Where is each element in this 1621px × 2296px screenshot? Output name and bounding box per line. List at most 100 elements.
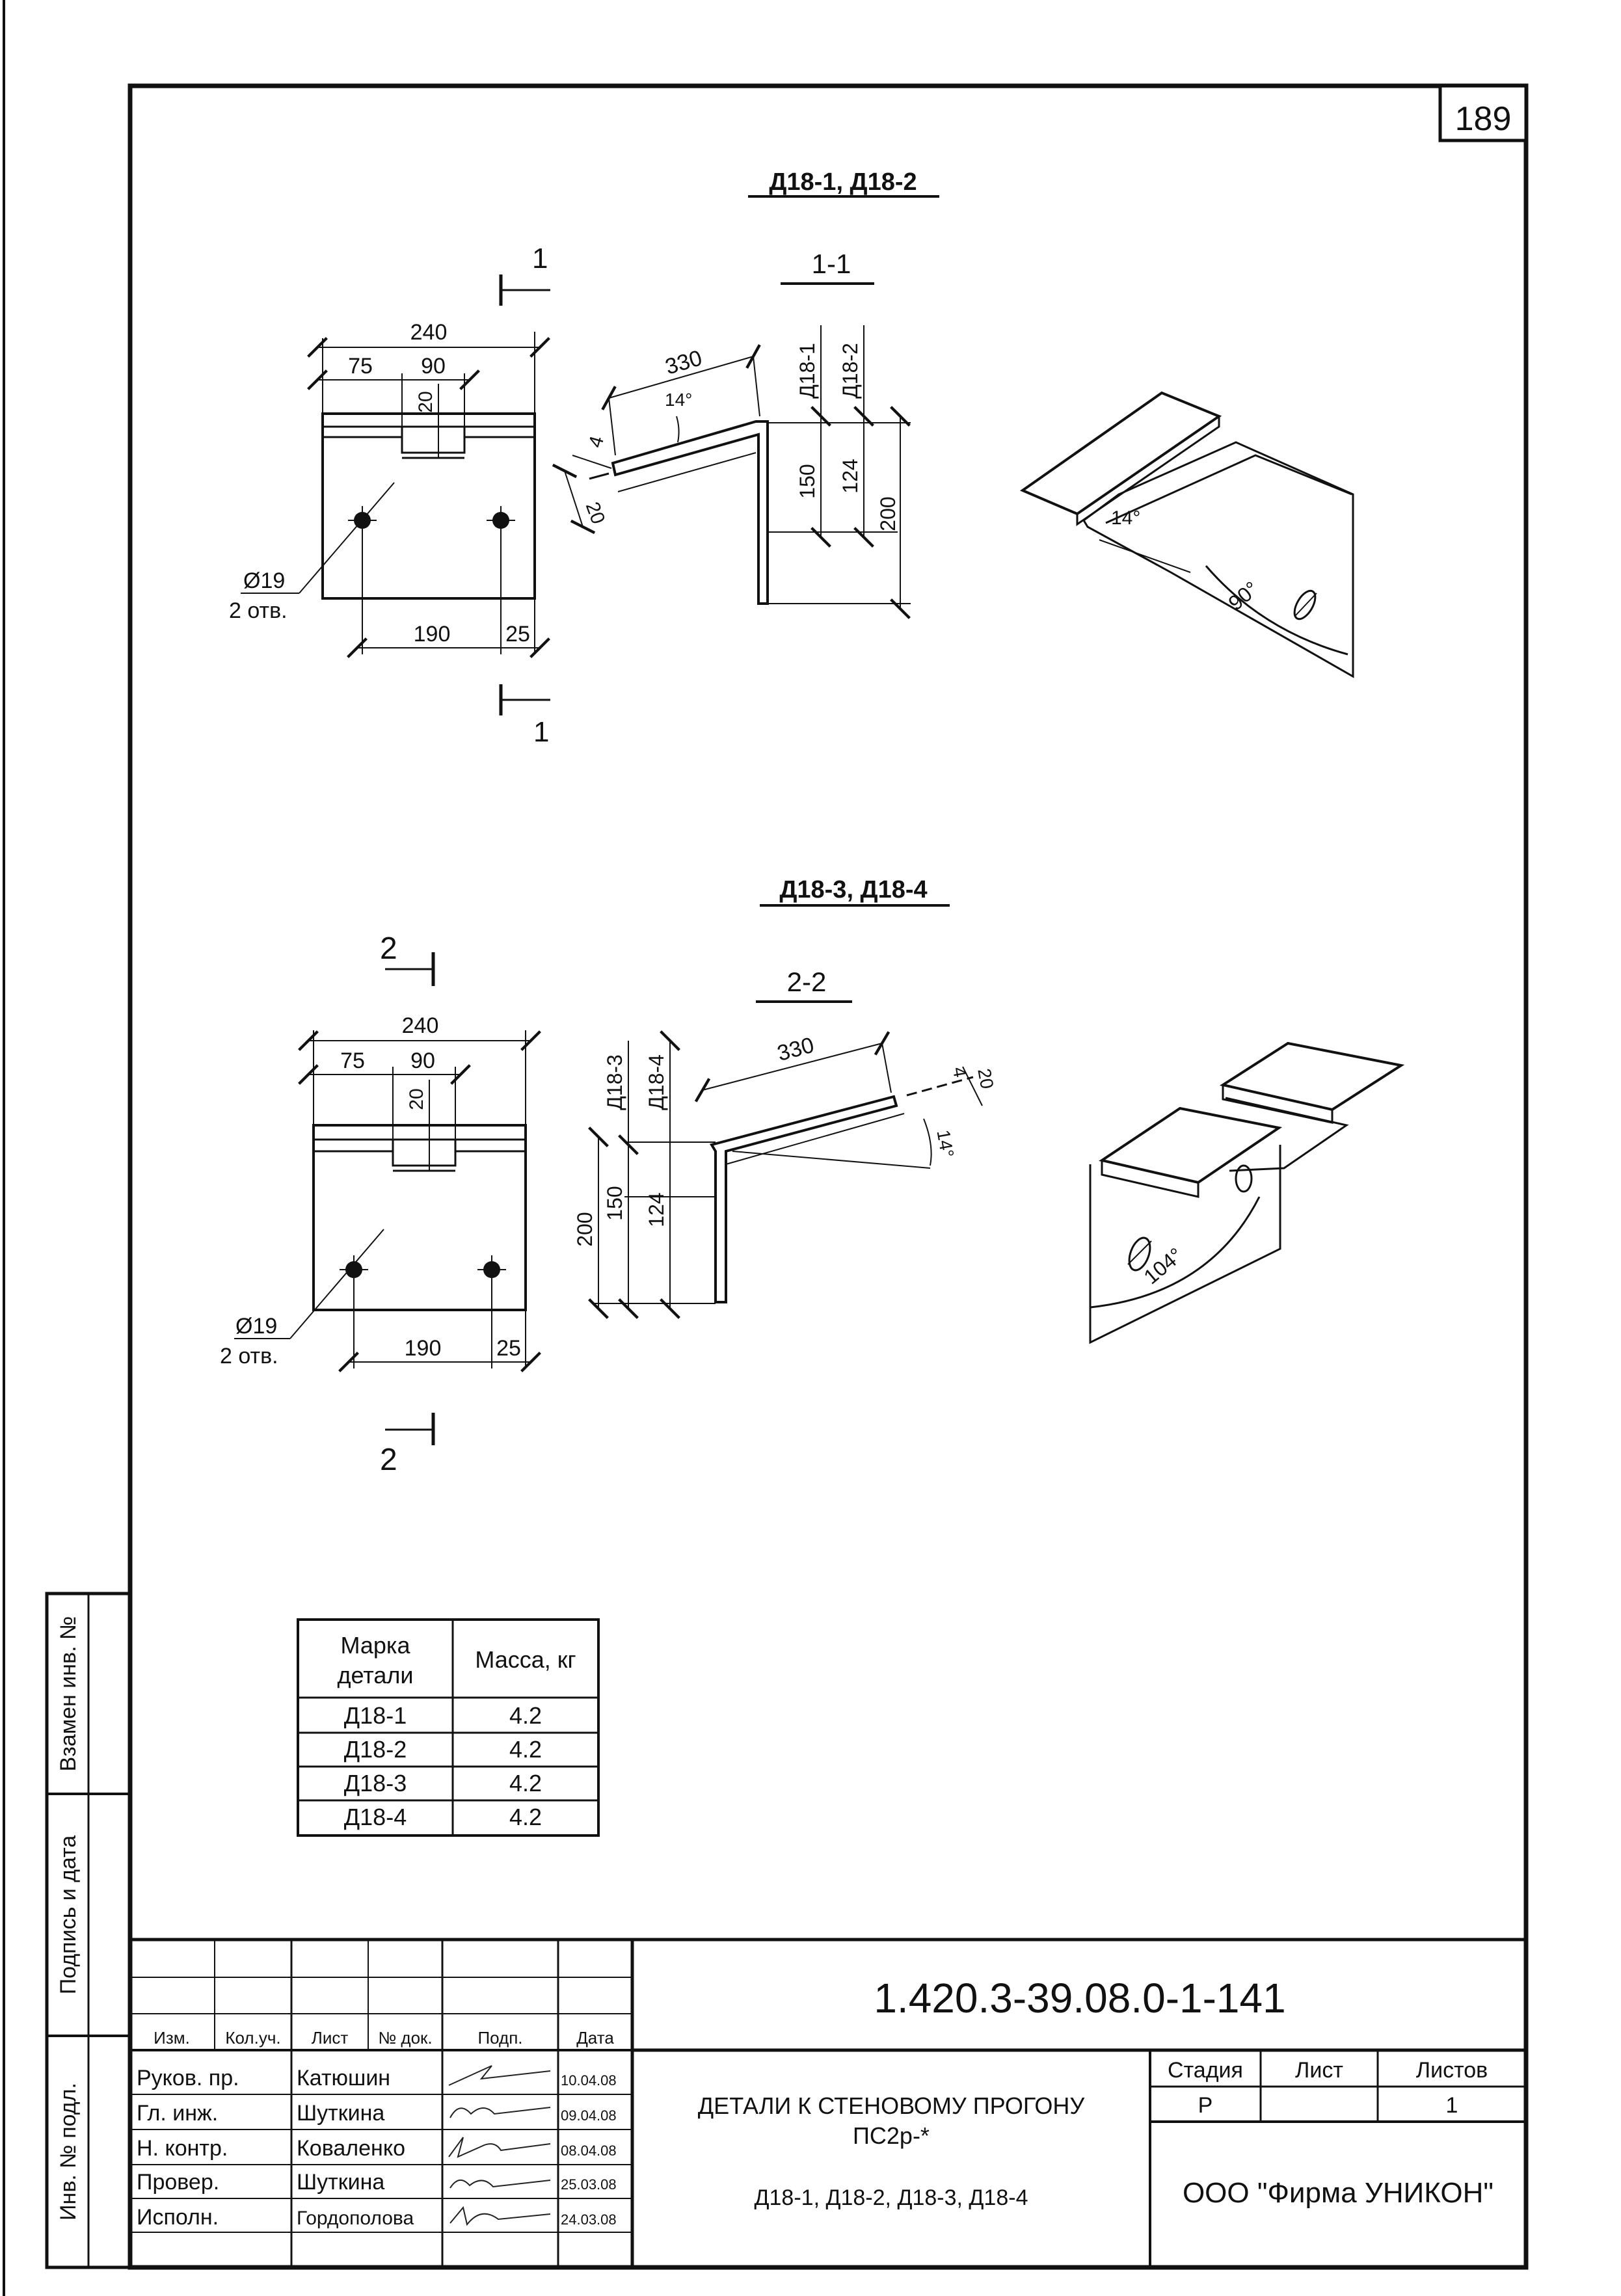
svg-text:330: 330 [775, 1033, 817, 1066]
svg-text:25: 25 [505, 622, 530, 647]
svg-text:20: 20 [406, 1088, 427, 1110]
svg-text:14°: 14° [665, 390, 692, 410]
table-row-mark: Д18-3 [344, 1770, 407, 1796]
col-header-izm: Изм. [154, 2028, 190, 2048]
table-row-mass: 4.2 [509, 1770, 542, 1796]
sheet-number-box: 189 [1438, 84, 1528, 142]
svg-text:20: 20 [974, 1067, 997, 1090]
part1-hole-label: Ø19 [243, 568, 285, 593]
person-role: Руков. пр. [137, 2066, 239, 2090]
part2-title: Д18-3, Д18-4 [779, 876, 927, 903]
person-role: Гл. инж. [137, 2101, 218, 2126]
table-row-mark: Д18-1 [344, 1702, 407, 1729]
stage-value: Р [1198, 2093, 1213, 2118]
part1-section-title: 1-1 [812, 248, 851, 279]
part1-iso-angle-side: 90° [1224, 577, 1263, 615]
svg-text:150: 150 [603, 1186, 626, 1220]
svg-text:75: 75 [340, 1048, 365, 1073]
part2-section-mark-bottom: 2 [380, 1413, 435, 1477]
svg-text:1: 1 [532, 243, 548, 274]
part2-plan-view: 240 75 90 20 190 25 Ø19 2 отв. [220, 1013, 541, 1372]
part2-drawing: Д18-3, Д18-4 2-2 2 2 [220, 876, 1405, 1477]
organization-name: ООО "Фирма УНИКОН" [1183, 2177, 1494, 2209]
svg-text:124: 124 [645, 1192, 668, 1227]
person-name: Гордополова [297, 2208, 414, 2229]
svg-text:14°: 14° [933, 1128, 958, 1159]
table-row-mass: 4.2 [509, 1702, 542, 1729]
sheet-label: Лист [1295, 2058, 1343, 2083]
svg-text:190: 190 [405, 1336, 442, 1361]
side-stamp-inv-number: Инв. № подл. [56, 2083, 81, 2221]
svg-text:20: 20 [582, 499, 609, 527]
part1-drawing: Д18-1, Д18-2 1-1 1 1 [229, 168, 1354, 748]
drawing-subtitle: Д18-1, Д18-2, Д18-3, Д18-4 [755, 2185, 1028, 2210]
part1-hole-count: 2 отв. [229, 598, 288, 623]
part1-section-mark-bottom: 1 [499, 684, 550, 748]
svg-text:240: 240 [402, 1013, 439, 1038]
part1-iso-angle-top: 14° [1111, 507, 1140, 529]
drawing-title-line1: ДЕТАЛИ К СТЕНОВОМУ ПРОГОНУ [698, 2092, 1086, 2119]
sheets-value: 1 [1446, 2093, 1458, 2118]
svg-text:200: 200 [573, 1212, 596, 1246]
svg-text:200: 200 [876, 496, 900, 531]
svg-text:90: 90 [421, 354, 446, 379]
sheet-number: 189 [1455, 100, 1512, 138]
part2-isometric-view: 104° [1089, 1041, 1405, 1344]
svg-text:75: 75 [348, 354, 373, 379]
svg-text:124: 124 [838, 459, 862, 493]
svg-text:Д18-2: Д18-2 [838, 343, 862, 399]
part2-section-title: 2-2 [787, 967, 827, 997]
svg-text:4: 4 [585, 434, 608, 450]
person-role: Исполн. [137, 2205, 219, 2230]
part1-title: Д18-1, Д18-2 [769, 168, 917, 196]
table-row-mark: Д18-4 [344, 1804, 407, 1830]
col-header-doc: № док. [378, 2028, 432, 2048]
person-name: Шуткина [297, 2101, 384, 2126]
person-date: 25.03.08 [561, 2176, 617, 2193]
part1-isometric-view: 14° 90° [1019, 391, 1354, 678]
table-row-mark: Д18-2 [344, 1736, 407, 1763]
svg-text:25: 25 [496, 1336, 521, 1361]
col-header-list: Лист [312, 2028, 349, 2048]
sheets-label: Листов [1416, 2058, 1488, 2083]
person-date: 08.04.08 [561, 2142, 617, 2159]
svg-text:330: 330 [662, 345, 704, 379]
svg-text:2: 2 [380, 931, 397, 966]
part1-section-mark-top: 1 [499, 243, 550, 306]
svg-text:90: 90 [410, 1048, 435, 1073]
person-role: Н. контр. [137, 2136, 228, 2161]
table-row-mass: 4.2 [509, 1804, 542, 1830]
part2-hole-label: Ø19 [235, 1314, 277, 1339]
mass-table-header-mark-line2: детали [337, 1662, 413, 1689]
svg-text:20: 20 [415, 391, 436, 412]
part2-section-view: 330 4 20 14° 200 150 124 Д18-3 Д18-4 [573, 1030, 997, 1319]
person-role: Провер. [137, 2170, 219, 2195]
svg-text:4: 4 [949, 1065, 971, 1079]
part2-hole-count: 2 отв. [220, 1344, 278, 1368]
col-header-kol: Кол.уч. [225, 2028, 280, 2048]
person-date: 09.04.08 [561, 2107, 617, 2124]
stage-label: Стадия [1168, 2058, 1243, 2083]
title-block: Изм. Кол.уч. Лист № док. Подп. Дата Руко… [130, 1938, 1526, 2267]
side-stamp-signature-date: Подпись и дата [56, 1835, 81, 1995]
person-date: 24.03.08 [561, 2211, 617, 2228]
side-stamp-replace: Взамен инв. № [56, 1616, 81, 1772]
svg-text:190: 190 [414, 622, 451, 647]
svg-text:Д18-4: Д18-4 [645, 1054, 668, 1110]
mass-table: Марка детали Масса, кг Д18-1 4.2 Д18-2 4… [297, 1618, 600, 1837]
col-header-date: Дата [576, 2028, 614, 2048]
document-code: 1.420.3-39.08.0-1-141 [874, 1975, 1285, 2022]
part2-iso-angle: 104° [1139, 1243, 1187, 1288]
col-header-sign: Подп. [477, 2028, 522, 2048]
person-date: 10.04.08 [561, 2072, 617, 2089]
drawing-title-line2: ПС2р-* [853, 2122, 930, 2149]
person-name: Катюшин [297, 2066, 390, 2090]
drawing-frame [127, 83, 1529, 2270]
svg-text:Д18-1: Д18-1 [796, 343, 819, 399]
part1-plan-view: 240 75 90 20 190 25 Ø19 2 отв. [229, 320, 550, 658]
person-name: Коваленко [297, 2136, 405, 2161]
svg-text:1: 1 [533, 716, 549, 748]
table-row-mass: 4.2 [509, 1736, 542, 1763]
svg-text:150: 150 [796, 464, 819, 498]
